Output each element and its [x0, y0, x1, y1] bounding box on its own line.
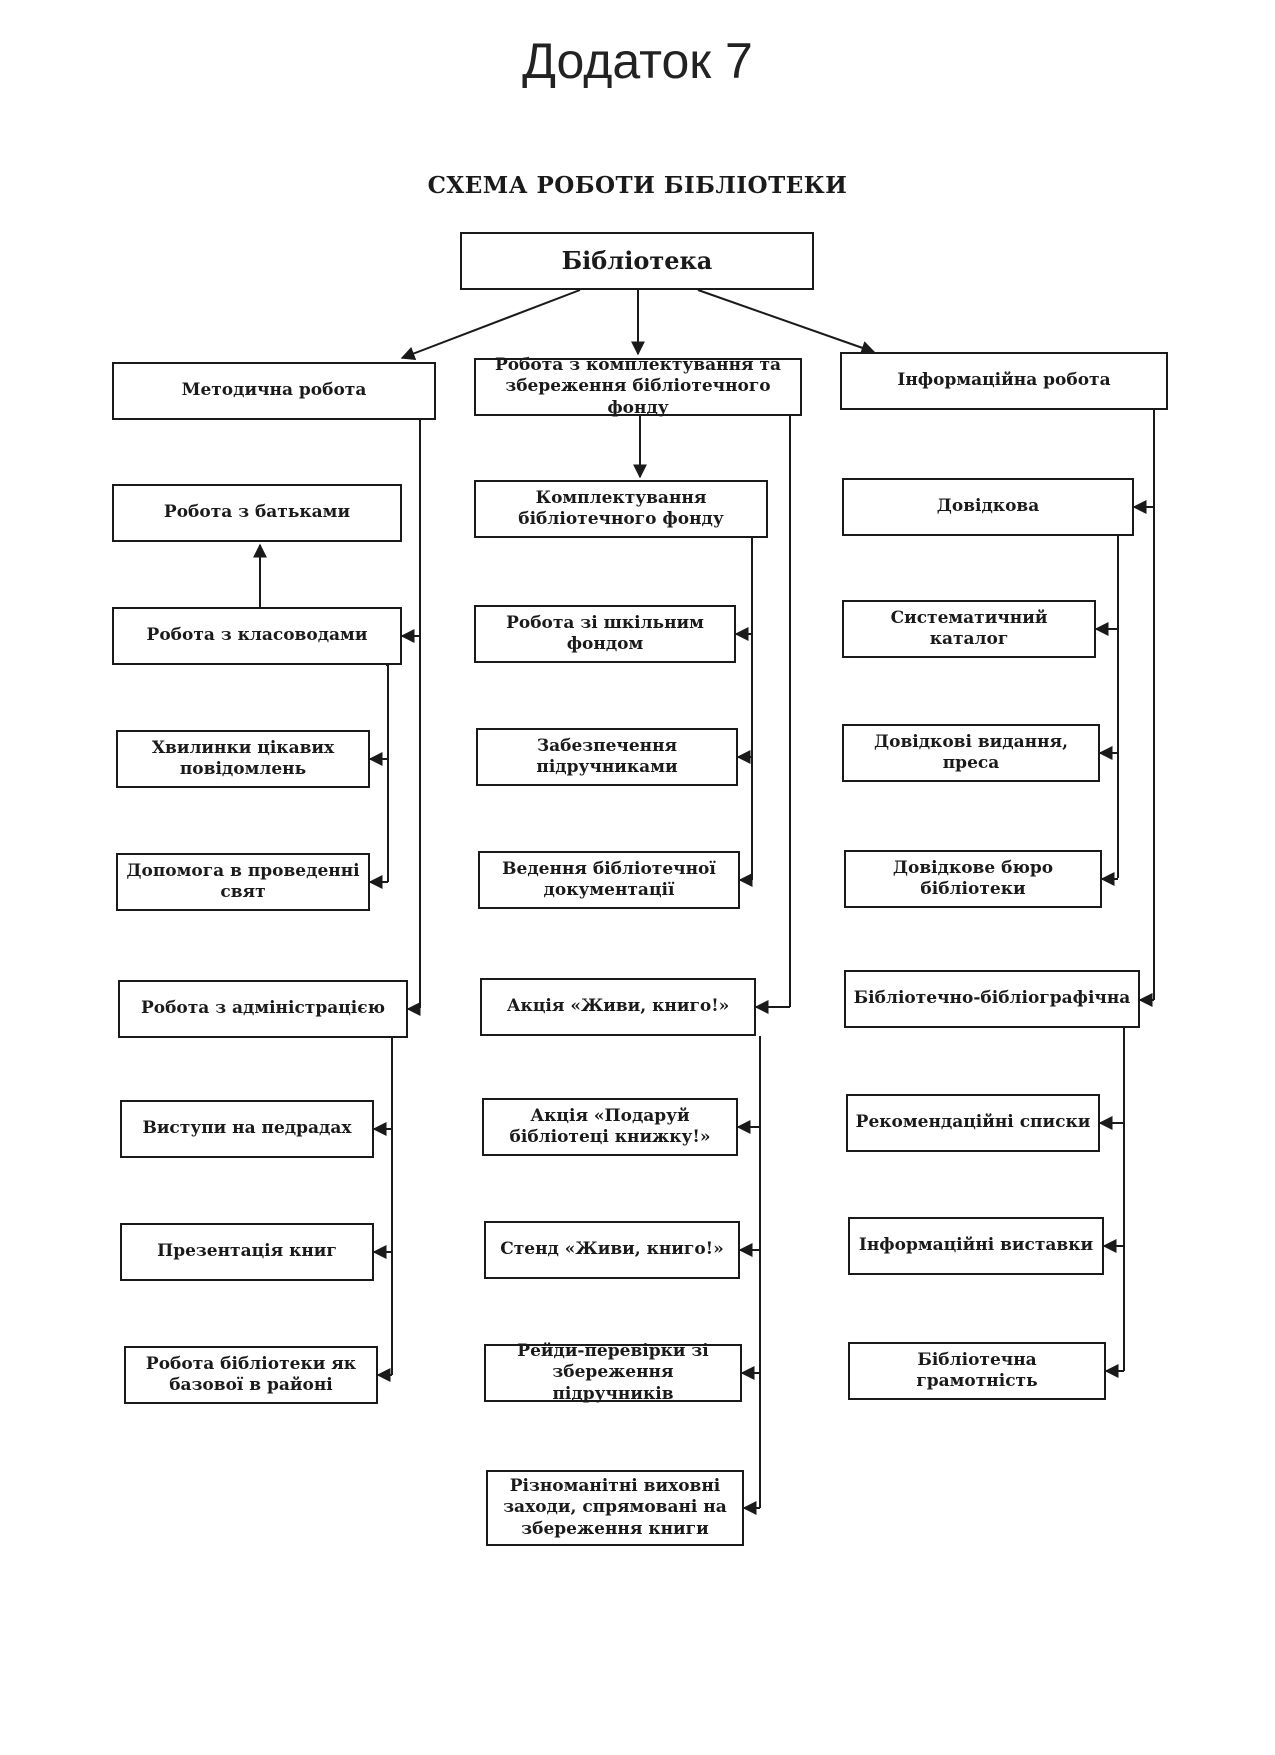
node-action-live-book: Акція «Живи, книго!»: [480, 978, 756, 1036]
node-info-exhibitions: Інформаційні виставки: [848, 1217, 1104, 1275]
node-recommendation-lists: Рекомендаційні списки: [846, 1094, 1100, 1152]
node-work-with-administration: Робота з адміністрацією: [118, 980, 408, 1038]
node-educational-events: Різноманітні виховні заходи, спрямовані …: [486, 1470, 744, 1546]
node-action-gift-book: Акція «Подаруй бібліотеці книжку!»: [482, 1098, 738, 1156]
node-book-presentation: Презентація книг: [120, 1223, 374, 1281]
node-systematic-catalog: Систематичний каталог: [842, 600, 1096, 658]
node-interesting-messages: Хвилинки цікавих повідомлень: [116, 730, 370, 788]
scheme-title: СХЕМА РОБОТИ БІБЛІОТЕКИ: [427, 172, 848, 199]
node-library-literacy: Бібліотечна грамотність: [848, 1342, 1106, 1400]
connector: [400, 289, 581, 361]
node-fund-acquisition: Комплектування бібліотечного фонду: [474, 480, 768, 538]
node-work-with-parents: Робота з батьками: [112, 484, 402, 542]
connector: [697, 289, 876, 355]
page-title: Додаток 7: [522, 33, 753, 89]
node-school-fund: Робота зі шкільним фондом: [474, 605, 736, 663]
node-reference-editions: Довідкові видання, преса: [842, 724, 1100, 782]
node-work-with-class-teachers: Робота з класоводами: [112, 607, 402, 665]
node-reference: Довідкова: [842, 478, 1134, 536]
node-textbooks: Забезпечення підручниками: [476, 728, 738, 786]
node-raids: Рейди-перевірки зі збереження підручникі…: [484, 1341, 742, 1404]
node-fund-work: Робота з комплектування та збереження бі…: [474, 355, 802, 418]
node-information-work: Інформаційна робота: [840, 352, 1168, 410]
node-reference-bureau: Довідкове бюро бібліотеки: [844, 850, 1102, 908]
node-stand-live-book: Стенд «Живи, книго!»: [484, 1221, 740, 1279]
node-library: Бібліотека: [460, 232, 814, 290]
node-bibliographic: Бібліотечно-бібліографічна: [844, 970, 1140, 1028]
node-base-library: Робота бібліотеки як базової в районі: [124, 1346, 378, 1404]
node-council-speeches: Виступи на педрадах: [120, 1100, 374, 1158]
node-holiday-help: Допомога в проведенні свят: [116, 853, 370, 911]
node-documentation: Ведення бібліотечної документації: [478, 851, 740, 909]
node-methodical-work: Методична робота: [112, 362, 436, 420]
